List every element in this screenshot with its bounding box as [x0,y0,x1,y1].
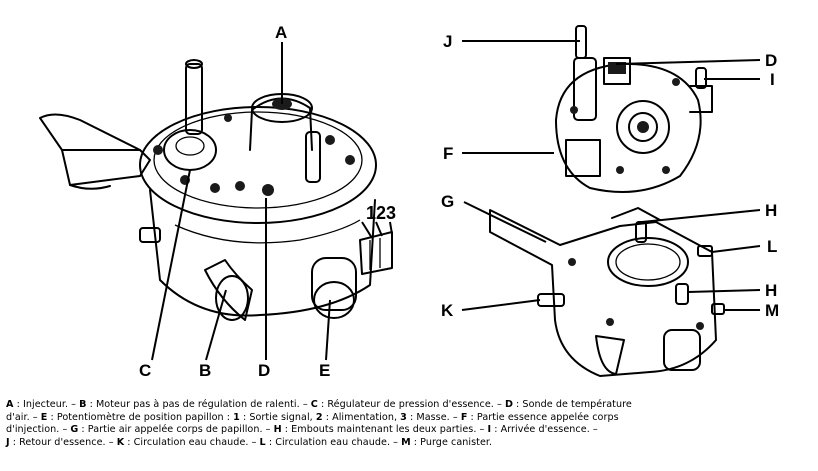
label-L: L [767,237,777,256]
caption-text: d'injection. – [6,424,71,436]
caption-key: 2 [315,411,323,423]
label-J: J [443,32,452,51]
caption-text: d'air. – [6,411,41,423]
caption-key: J [6,436,10,448]
caption-key: C [310,399,318,410]
caption-key: M [401,436,411,448]
caption-text: : Embouts maintenant les deux parties. – [281,424,488,436]
caption-text: : Injecteur. – [13,399,80,410]
caption-key: A [6,399,14,410]
label-E: E [319,361,330,380]
caption-text: : Régulateur de pression d'essence. – [317,399,505,410]
label-F: F [443,144,453,163]
caption-line: d'air. – E : Potentiomètre de position p… [6,412,812,425]
caption-key: 3 [400,411,407,423]
caption-text: : Moteur pas à pas de régulation de rale… [86,399,311,410]
label-D-right: D [765,51,777,70]
technical-illustration: A B C D E 123 J D I F G H L K H M [39,23,779,380]
label-G: G [441,192,454,211]
caption-key: D [504,399,513,410]
caption-key: L [259,436,266,448]
assembled-throttle-body [39,59,393,321]
label-H-top: H [765,201,777,220]
injection-body-part [555,25,713,193]
label-C: C [139,361,151,380]
caption-line: d'injection. – G : Partie air appelée co… [6,424,812,437]
caption-key: F [460,411,468,423]
figure-caption: A : Injecteur. – B : Moteur pas à pas de… [6,399,812,449]
caption-text: : Sortie signal, [239,411,316,423]
caption-text: : Partie air appelée corps de papillon. … [78,424,274,436]
caption-text: : Sonde de température [512,399,632,410]
caption-key: I [487,424,492,436]
caption-text: : Arrivée d'essence. – [491,424,598,436]
caption-key: G [70,424,79,436]
label-B: B [199,361,211,380]
label-M: M [765,301,779,320]
caption-key: E [40,411,48,423]
caption-key: K [116,436,125,448]
caption-text: : Potentiomètre de position papillon : [47,411,234,423]
caption-line: J : Retour d'essence. – K : Circulation … [6,437,812,450]
label-H-mid: H [765,281,777,300]
label-D-left: D [258,361,270,380]
caption-line: A : Injecteur. – B : Moteur pas à pas de… [6,399,812,412]
caption-text: : Partie essence appelée corps [467,411,619,423]
caption-key: B [79,399,87,410]
label-A: A [275,23,287,42]
caption-key: 1 [233,411,240,423]
caption-text: : Circulation eau chaude. – [124,436,260,448]
label-pins-1-2-3: 123 [366,203,396,223]
leader-lines [151,40,761,361]
label-I: I [770,70,775,89]
caption-key: H [273,424,282,436]
caption-text: : Purge canister. [410,436,493,448]
caption-text: : Alimentation, [322,411,401,423]
caption-text: : Circulation eau chaude. – [265,436,402,448]
caption-text: : Masse. – [406,411,461,423]
label-K: K [441,301,454,320]
caption-text: : Retour d'essence. – [9,436,117,448]
